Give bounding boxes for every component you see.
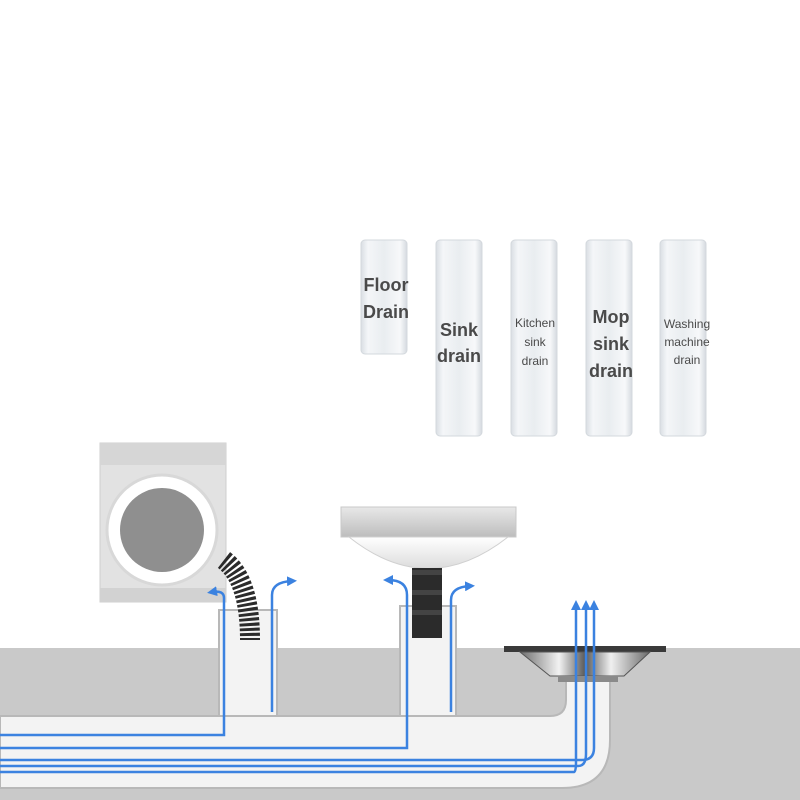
washing-machine <box>99 442 227 603</box>
label-washing-line-2: machine <box>664 335 710 349</box>
flow-line-sink <box>0 575 409 750</box>
label-washing-line-3: drain <box>674 353 701 367</box>
label-kitchen-line-2: sink <box>524 335 546 349</box>
label-kitchen-sink-drain: Kitchen sink drain <box>510 239 558 437</box>
flow-line-floor-2 <box>0 600 591 768</box>
flow-line-sink-vent <box>449 581 475 712</box>
flow-line-washer-vent <box>270 576 297 712</box>
label-kitchen-line-1: Kitchen <box>515 316 555 330</box>
label-sink-drain: Sink drain <box>435 239 483 437</box>
washer-standpipe <box>218 609 278 723</box>
flow-line-washer <box>0 586 226 737</box>
sink-bowl <box>347 536 510 569</box>
washer-door-window <box>120 488 204 572</box>
label-sink-line-2: drain <box>437 346 481 366</box>
sink <box>340 506 517 638</box>
label-floor-line-2: Drain <box>363 302 409 322</box>
washer-drain-hose <box>217 552 260 641</box>
label-washing-machine-drain: Washing machine drain <box>659 239 710 437</box>
label-mop-line-2: sink <box>593 334 630 354</box>
flow-line-floor-1 <box>0 600 599 762</box>
label-washing-line-1: Washing <box>664 317 710 331</box>
sink-drain-hose <box>412 568 442 638</box>
label-floor-drain: Floor Drain <box>360 239 409 355</box>
label-mop-line-3: drain <box>589 361 633 381</box>
label-mop-sink-drain: Mop sink drain <box>585 239 633 437</box>
flow-lines <box>0 575 599 774</box>
label-floor-line-1: Floor <box>364 275 409 295</box>
label-kitchen-line-3: drain <box>522 354 549 368</box>
label-sink-line-1: Sink <box>440 320 479 340</box>
label-tubes: Floor Drain Sink drain Kitchen sink drai… <box>360 239 710 437</box>
flow-line-floor-3 <box>0 600 581 774</box>
sink-rim <box>340 506 517 538</box>
label-mop-line-1: Mop <box>593 307 630 327</box>
